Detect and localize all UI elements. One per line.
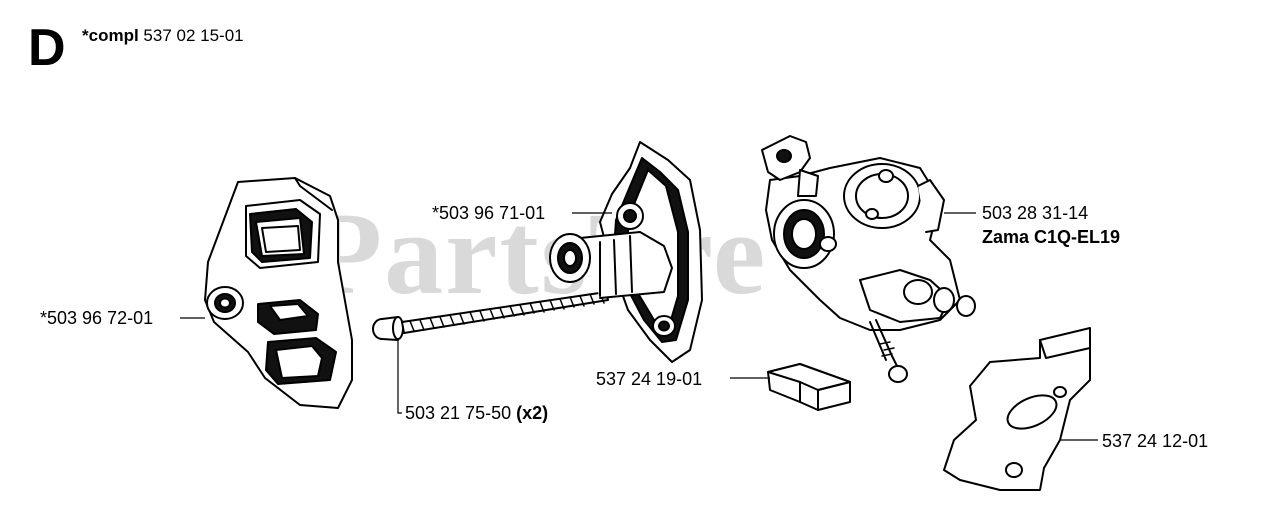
section-letter: D	[28, 19, 66, 77]
spacer-block-drawing	[767, 363, 851, 411]
carburetor-drawing	[761, 135, 976, 383]
intake-adapter-drawing	[549, 141, 703, 363]
part-label-filter-cover: *503 96 72-01	[40, 308, 154, 328]
gasket-plate-drawing	[943, 327, 1091, 491]
filter-cover-drawing	[204, 177, 353, 409]
part-label-spacer-block: 537 24 19-01	[596, 369, 703, 389]
carburetor-model: Zama C1Q-EL19	[982, 227, 1121, 247]
bolt-drawing	[372, 291, 609, 341]
part-label-gasket-plate: 537 24 12-01	[1102, 431, 1209, 451]
part-label-carburetor: 503 28 31-14	[982, 203, 1089, 223]
bolt-number: 503 21 75-50	[405, 403, 512, 423]
part-label-intake-adapter: *503 96 71-01	[432, 203, 546, 223]
assembly-header: *compl 537 02 15-01	[82, 26, 244, 46]
part-label-bolt: 503 21 75-50 (x2)	[405, 404, 548, 422]
bolt-qty: (x2)	[516, 403, 549, 423]
compl-label: *compl	[82, 26, 139, 45]
compl-number: 537 02 15-01	[143, 26, 244, 45]
